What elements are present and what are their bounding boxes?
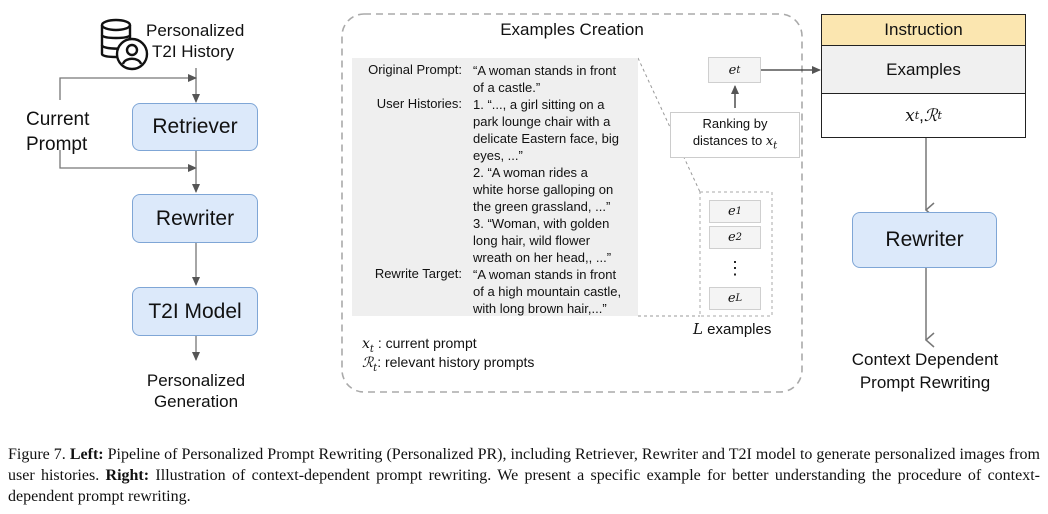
rewriter-box-left: Rewriter	[132, 194, 258, 243]
rewriter-right-label: Rewriter	[885, 228, 964, 251]
example-text-area	[352, 58, 638, 316]
example-ellipsis: ⋮	[726, 257, 744, 278]
instruction-row: Instruction	[822, 15, 1025, 46]
database-user-icon	[96, 16, 152, 72]
rewrite-target-text: “A woman stands in front of a high mount…	[473, 267, 622, 316]
ranking-box: Ranking by distances to xt	[670, 112, 800, 158]
legend-history-prompts: ℛt: relevant history prompts	[362, 354, 535, 374]
t2i-model-label: T2I Model	[148, 299, 242, 323]
rewriter-label: Rewriter	[155, 206, 235, 230]
user-histories-text: 1. “..., a girl sitting on a park lounge…	[473, 97, 619, 265]
rewriter-box-right: Rewriter	[852, 212, 997, 268]
original-prompt-label: Original Prompt:	[368, 62, 462, 77]
examples-row: Examples	[822, 46, 1025, 94]
context-dependent-label: Context Dependent Prompt Rewriting	[851, 350, 999, 392]
examples-count-label: L examples	[693, 320, 772, 338]
t2i-model-box: T2I Model	[132, 287, 258, 336]
figure-caption: Figure 7. Left: Pipeline of Personalized…	[8, 446, 1041, 505]
examples-creation-panel	[341, 13, 803, 393]
examples-creation-title: Examples Creation	[500, 20, 644, 39]
retriever-box: Retriever	[132, 103, 258, 151]
original-prompt-text: “A woman stands in front of a castle.”	[473, 63, 617, 95]
user-histories-label: User Histories:	[376, 96, 462, 111]
history-label: Personalized T2I History	[146, 21, 245, 61]
personalized-generation-label: Personalized Generation	[146, 371, 246, 411]
rewrite-target-label: Rewrite Target:	[374, 266, 462, 281]
legend-current-prompt: xt : current prompt	[362, 335, 477, 355]
arrow-prompt-bottom	[59, 150, 197, 172]
arrow-prompt-top	[59, 74, 197, 100]
retriever-label: Retriever	[152, 115, 238, 138]
current-prompt-label: Current Prompt	[26, 109, 90, 155]
examples-list-frame	[699, 191, 773, 317]
